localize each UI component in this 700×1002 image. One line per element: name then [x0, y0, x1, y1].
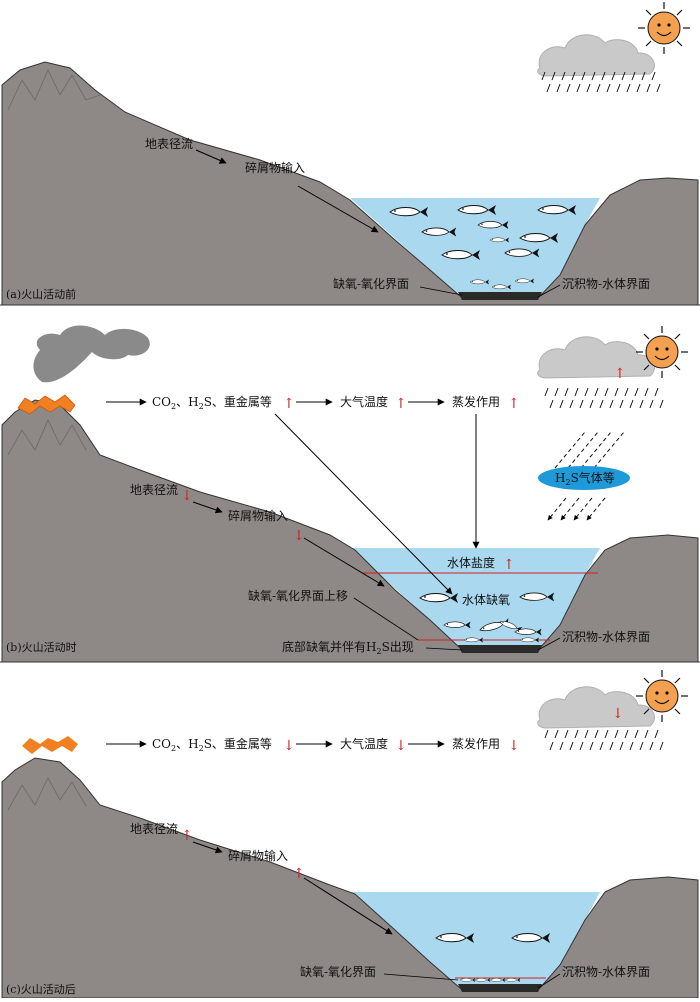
volcano-texture — [7, 777, 87, 811]
leader-sediment — [537, 973, 561, 989]
leader-bottom — [425, 647, 463, 651]
runoff-down-arrow: ↓ — [181, 488, 193, 504]
panel-caption: (b)火山活动时 — [6, 641, 77, 654]
label-sediment: 沉积物-水体界面 — [562, 277, 650, 291]
label-sediment: 沉积物-水体界面 — [562, 965, 650, 979]
label-evaporation: 蒸发作用 — [452, 394, 500, 409]
arrow-co2-hypoxia — [274, 413, 453, 595]
temp-down-arrow: ↓ — [395, 738, 407, 754]
label-runoff: 地表径流 — [130, 483, 178, 497]
arrow-runoff — [192, 501, 223, 514]
cloud-icon — [537, 336, 655, 379]
leader-sediment — [537, 637, 561, 651]
cloud-icon — [537, 34, 655, 77]
runoff-up-arrow: ↑ — [181, 828, 193, 844]
label-anoxic: 缺氧-氧化界面 — [300, 964, 376, 979]
sediment-layer — [458, 292, 542, 300]
panel-a: 地表径流 碎屑物输入 缺氧-氧化界面 沉积物-水体界面 (a)火山活动前 — [0, 1, 700, 306]
label-runoff: 地表径流 — [145, 137, 193, 151]
co2-up-arrow: ↑ — [283, 396, 295, 412]
debris-up-arrow: ↑ — [293, 866, 305, 882]
arrow-runoff — [192, 841, 223, 854]
sediment-layer — [458, 645, 542, 653]
cloud-icon — [537, 686, 655, 729]
label-runoff: 地表径流 — [130, 822, 178, 836]
leader-anoxic — [383, 973, 459, 981]
label-sediment: 沉积物-水体界面 — [562, 630, 650, 644]
leader-anoxic — [419, 286, 463, 296]
label-evaporation: 蒸发作用 — [452, 736, 500, 751]
label-bottom: 底部缺氧并伴有H2S出现 — [282, 639, 414, 656]
leader-anoxic-up — [353, 597, 419, 641]
rain-icon — [544, 729, 664, 751]
salinity-up-arrow: ↑ — [503, 557, 515, 573]
panel-b: ↑ H2S气体等 CO2、H2S、重金属等 ↑ 大气温度 ↑ 蒸发作用 ↑ 水体… — [0, 325, 700, 663]
volcano-texture — [7, 69, 101, 111]
debris-down-arrow: ↓ — [293, 528, 305, 544]
panel-caption: (a)火山活动前 — [6, 287, 76, 301]
evap-down-arrow: ↓ — [508, 738, 520, 754]
label-salinity: 水体盐度 — [447, 555, 495, 570]
arrow-debris — [303, 537, 385, 587]
panel-caption: (c)火山活动后 — [6, 983, 76, 996]
evap-up-arrow: ↑ — [508, 396, 520, 412]
panel-c: ↓ CO2、H2S、重金属等 ↓ 大气温度 ↓ 蒸发作用 ↓ 地表径流 ↑ 碎屑… — [1, 669, 699, 999]
label-temperature: 大气温度 — [340, 394, 388, 409]
lava — [22, 736, 78, 754]
terrain — [1, 757, 699, 999]
label-debris: 碎屑物输入 — [245, 160, 305, 175]
label-debris: 碎屑物输入 — [228, 508, 288, 523]
sediment-layer — [458, 984, 542, 992]
water-body — [350, 892, 600, 988]
lava — [17, 394, 76, 415]
arrow-debris — [303, 877, 393, 935]
co2-down-arrow: ↓ — [283, 738, 295, 754]
terrain — [1, 399, 699, 663]
terrain — [1, 61, 699, 306]
smoke-cloud — [33, 325, 150, 383]
leader-sediment — [537, 284, 561, 298]
gas-ellipse — [538, 466, 630, 490]
arrow-debris — [297, 185, 379, 233]
label-debris: 碎屑物输入 — [228, 848, 288, 863]
water-body — [350, 198, 600, 295]
cloud-down-arrow: ↓ — [612, 706, 624, 722]
cloud-up-arrow: ↑ — [614, 366, 626, 382]
label-gas: H2S气体等 — [555, 470, 615, 487]
label-temperature: 大气温度 — [340, 736, 388, 751]
arrow-runoff — [195, 149, 227, 164]
label-hypoxia: 水体缺氧 — [462, 592, 510, 607]
label-anoxic: 缺氧-氧化界面 — [333, 276, 409, 291]
sun-icon — [637, 1, 691, 55]
label-anoxic-up: 缺氧-氧化界面上移 — [248, 588, 348, 603]
label-co2: CO2、H2S、重金属等 — [152, 736, 272, 753]
temp-up-arrow: ↑ — [395, 396, 407, 412]
rain-icon — [544, 387, 664, 409]
label-co2: CO2、H2S、重金属等 — [152, 394, 272, 411]
volcano-texture — [7, 419, 87, 456]
gas-rain — [547, 431, 625, 521]
